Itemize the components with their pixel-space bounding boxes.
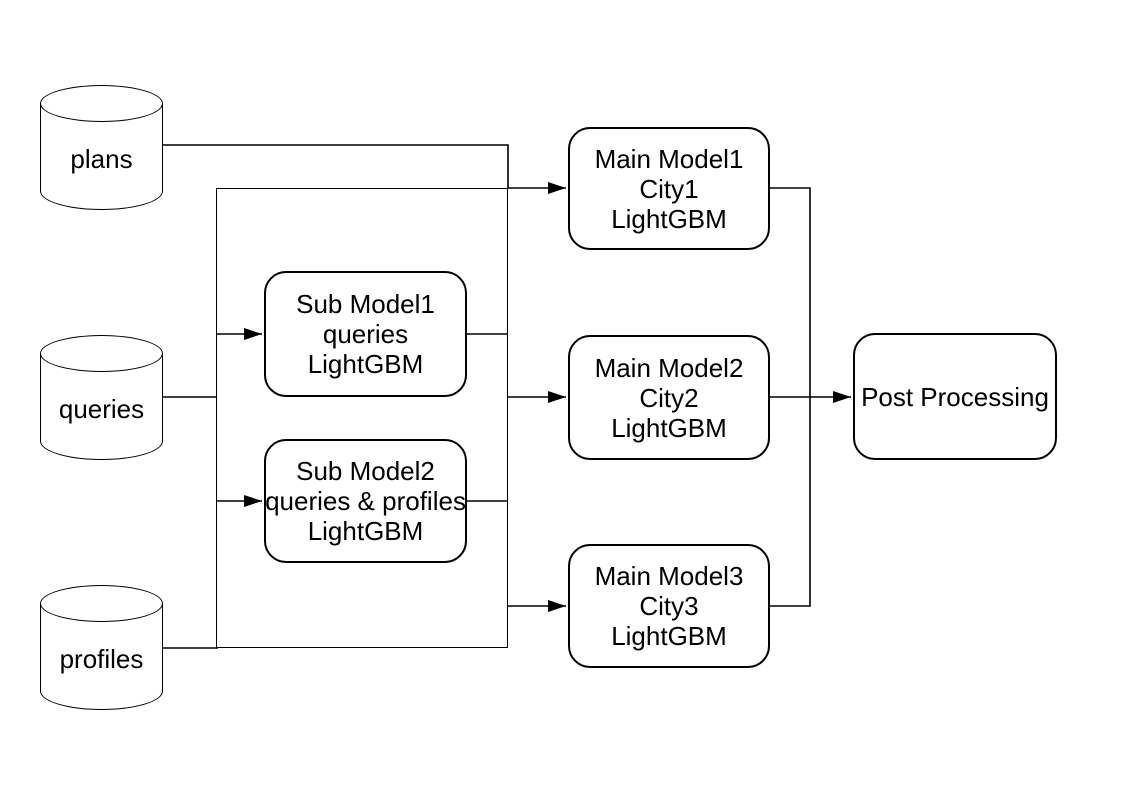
main-model-2-algorithm: LightGBM (611, 412, 727, 443)
sub-model-1-node: Sub Model1 queries LightGBM (264, 271, 467, 397)
profiles-label: profiles (59, 643, 144, 674)
main-model-1-city: City1 (639, 173, 699, 204)
profiles-datastore: profiles (40, 585, 163, 710)
plans-datastore: plans (40, 85, 163, 210)
plans-label: plans (70, 143, 133, 174)
main-model-3-algorithm: LightGBM (611, 621, 727, 651)
cylinder-top-ellipse (40, 585, 163, 622)
main-model-1-algorithm: LightGBM (611, 203, 727, 234)
main-model-2-city: City2 (639, 382, 699, 413)
queries-datastore: queries (40, 335, 163, 460)
sub-model-1-title: Sub Model1 (296, 289, 435, 319)
main-model-3-city: City3 (639, 591, 699, 621)
sub-model-2-node: Sub Model2 queries & profiles LightGBM (264, 439, 467, 563)
main-model-2-node: Main Model2 City2 LightGBM (568, 335, 770, 460)
plans-output-connector (163, 144, 509, 188)
cylinder-top-ellipse (40, 335, 163, 372)
sub-model-2-title: Sub Model2 (296, 456, 435, 486)
main-model-3-output-connector (770, 397, 811, 607)
cylinder-top-ellipse (40, 85, 163, 122)
cylinder-body (40, 103, 163, 210)
main-model-2-title: Main Model2 (594, 352, 744, 383)
main-model-3-title: Main Model3 (594, 561, 744, 591)
cylinder-body (40, 603, 163, 710)
post-processing-node: Post Processing (853, 333, 1057, 460)
post-processing-label: Post Processing (861, 381, 1049, 412)
sub-model-1-algorithm: LightGBM (307, 349, 424, 379)
main-model-1-title: Main Model1 (594, 143, 744, 174)
queries-label: queries (58, 393, 145, 424)
sub-model-1-inputs: queries (322, 319, 409, 349)
main-model-1-node: Main Model1 City1 LightGBM (568, 127, 770, 250)
main-model-1-output-connector (770, 187, 811, 397)
sub-models-group-frame (216, 188, 508, 648)
sub-model-2-inputs: queries & profiles (265, 486, 466, 516)
main-model-3-node: Main Model3 City3 LightGBM (568, 544, 770, 668)
sub-model-2-algorithm: LightGBM (307, 516, 424, 546)
